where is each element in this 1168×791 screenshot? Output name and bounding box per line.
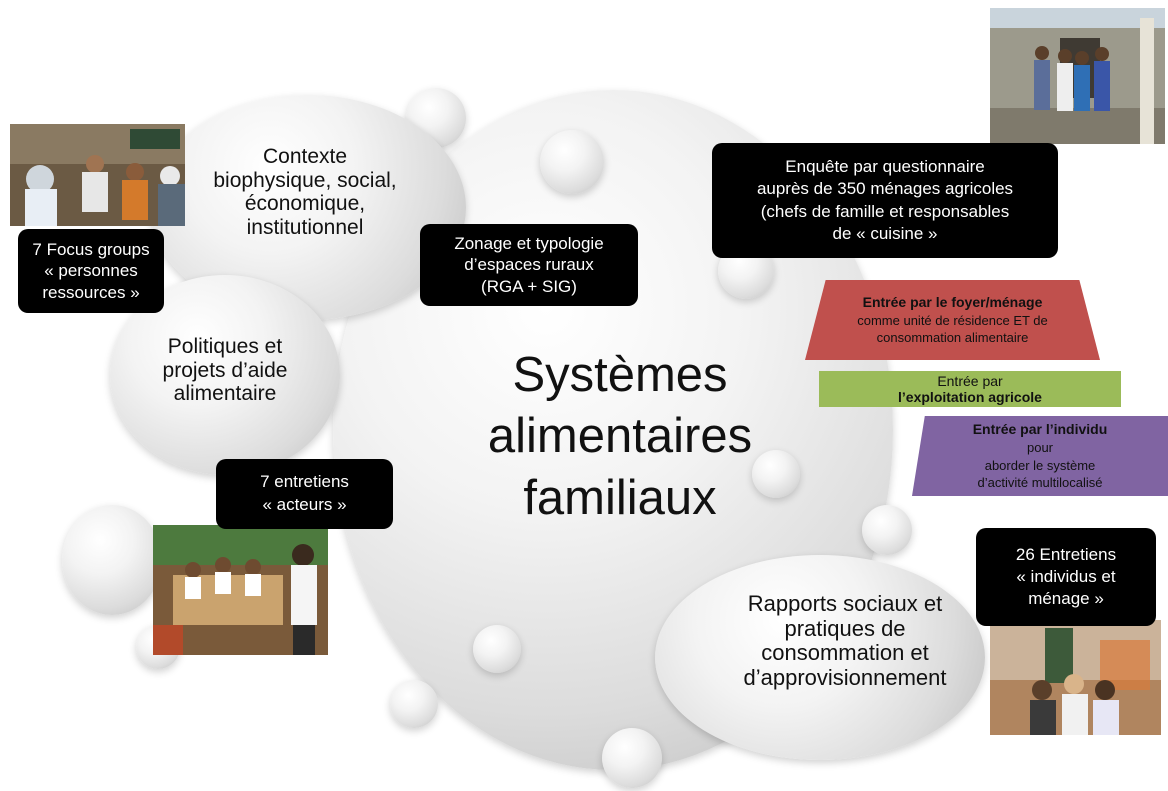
entree-foyer: Entrée par le foyer/ménage comme unité d…: [805, 280, 1100, 360]
individus-photo: [990, 620, 1161, 735]
sphere-decor: [602, 728, 662, 788]
acteurs-box: 7 entretiens« acteurs »: [216, 459, 393, 529]
focus-group-photo: [10, 124, 185, 226]
sphere-decor: [862, 505, 912, 555]
sphere-decor: [62, 505, 162, 615]
entree-exploitation: Entrée par l’exploitation agricole: [819, 371, 1121, 407]
entree-individu: Entrée par l’individu pour aborder le sy…: [912, 416, 1168, 496]
sphere-decor: [473, 625, 521, 673]
acteurs-photo: [153, 525, 328, 655]
rapports-bubble: [655, 555, 985, 760]
sphere-decor: [752, 450, 800, 498]
sphere-decor: [390, 680, 438, 728]
survey-photo: [990, 8, 1165, 144]
sphere-decor: [540, 130, 604, 194]
